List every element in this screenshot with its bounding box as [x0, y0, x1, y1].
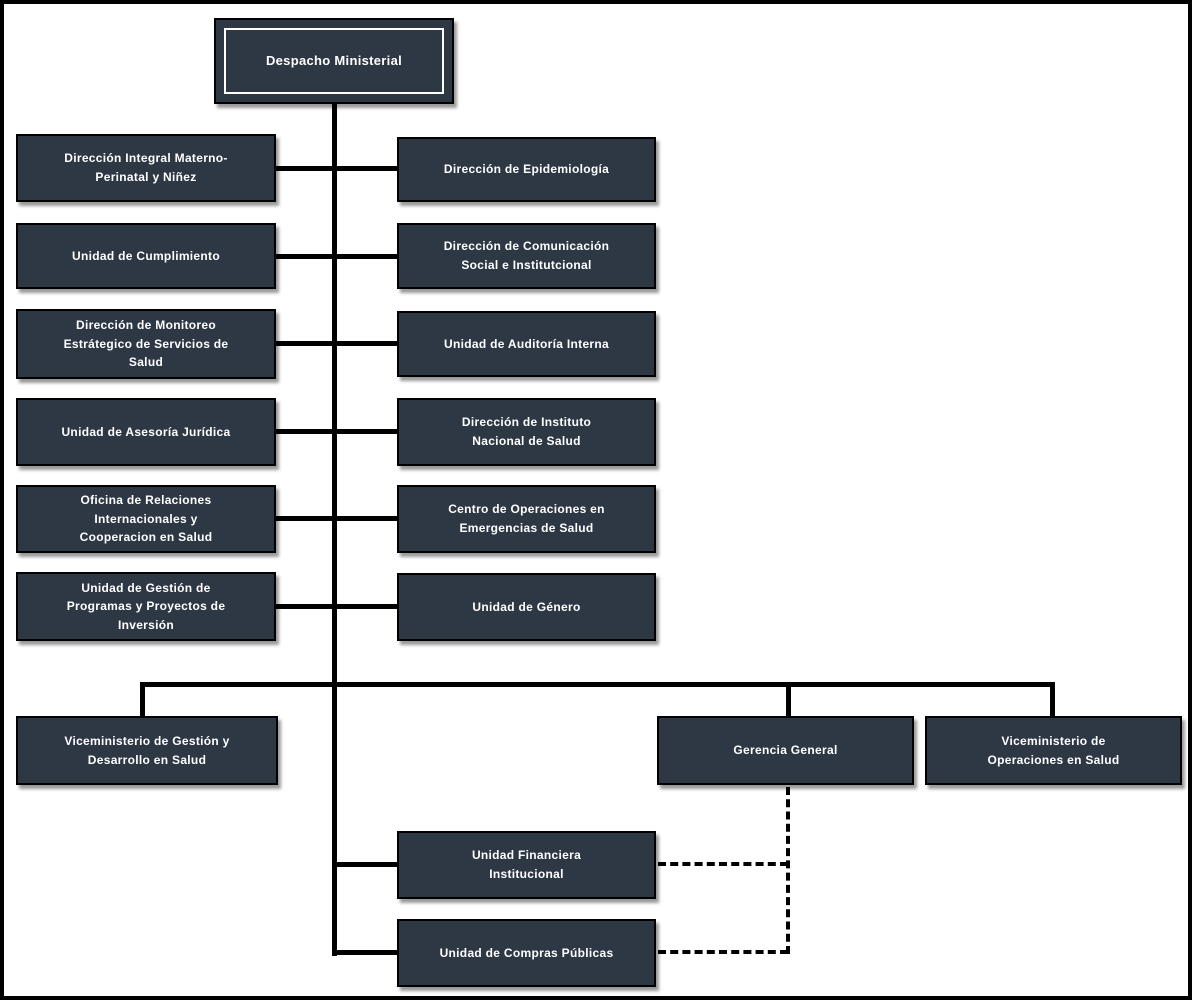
org-node-auditoria-interna: Unidad de Auditoría Interna: [397, 311, 656, 377]
dashed-connector-financiera: [658, 862, 788, 866]
org-node-relaciones-internacionales: Oficina de Relaciones Internacionales y …: [16, 485, 276, 553]
org-node-label: Unidad de Compras Públicas: [439, 945, 614, 960]
org-node-epidemiologia: Dirección de Epidemiología: [397, 137, 656, 202]
dashed-connector-gerencia-vertical: [786, 787, 790, 954]
org-node-unidad-compras-publicas: Unidad de Compras Públicas: [397, 919, 656, 987]
connector-row-4: [270, 429, 400, 434]
org-node-label: Unidad de Cumplimiento: [72, 248, 220, 263]
org-node-viceministerio-operaciones: Viceministerio de Operaciones en Salud: [925, 716, 1182, 785]
org-node-unidad-cumplimiento: Unidad de Cumplimiento: [16, 223, 276, 289]
connector-unidad-financiera: [334, 862, 399, 867]
org-node-label: Unidad Financiera Institucional: [471, 848, 582, 881]
connector-drop-viceministerio-gestion: [140, 682, 145, 718]
connector-row-3: [270, 341, 400, 346]
org-node-label: Unidad de Gestión de Programas y Proyect…: [66, 580, 226, 632]
org-node-viceministerio-gestion: Viceministerio de Gestión y Desarrollo e…: [16, 716, 278, 785]
org-node-direccion-integral-materno: Dirección Integral Materno- Perinatal y …: [16, 134, 276, 202]
connector-unidad-compras: [334, 950, 399, 955]
connector-drop-viceministerio-operaciones: [1050, 682, 1055, 718]
org-node-gestion-programas-inversion: Unidad de Gestión de Programas y Proyect…: [16, 572, 276, 641]
org-node-label: Viceministerio de Gestión y Desarrollo e…: [64, 733, 230, 767]
org-node-label: Viceministerio de Operaciones en Salud: [987, 733, 1120, 767]
org-node-comunicacion-social: Dirección de Comunicación Social e Insti…: [397, 223, 656, 289]
org-node-label: Dirección de Epidemiología: [443, 162, 610, 177]
connector-row-5: [270, 516, 400, 521]
org-node-label: Unidad de Género: [472, 599, 581, 614]
org-node-label: Dirección de Monitoreo Estrátegico de Se…: [63, 318, 229, 370]
connector-bottom-distribution: [140, 682, 1055, 687]
dashed-connector-compras: [658, 950, 788, 954]
org-node-label: Dirección Integral Materno- Perinatal y …: [64, 151, 228, 184]
connector-row-1: [270, 166, 400, 171]
org-node-label: Gerencia General: [733, 743, 838, 758]
org-node-label: Despacho Ministerial: [265, 52, 403, 68]
org-node-asesoria-juridica: Unidad de Asesoría Jurídica: [16, 398, 276, 466]
org-node-unidad-financiera: Unidad Financiera Institucional: [397, 831, 656, 899]
org-node-direccion-monitoreo: Dirección de Monitoreo Estrátegico de Se…: [16, 309, 276, 379]
org-node-label: Oficina de Relaciones Internacionales y …: [79, 493, 213, 545]
org-node-label: Dirección de Instituto Nacional de Salud: [461, 415, 592, 448]
connector-row-2: [270, 254, 400, 259]
org-node-instituto-nacional-salud: Dirección de Instituto Nacional de Salud: [397, 398, 656, 466]
connector-trunk: [332, 104, 337, 956]
org-node-label: Centro de Operaciones en Emergencias de …: [448, 502, 605, 535]
connector-drop-gerencia-general: [786, 682, 791, 718]
org-node-centro-operaciones-emergencias: Centro de Operaciones en Emergencias de …: [397, 485, 656, 553]
connector-row-6: [270, 604, 400, 609]
org-node-label: Unidad de Asesoría Jurídica: [61, 424, 231, 439]
org-node-gerencia-general: Gerencia General: [657, 716, 914, 785]
org-node-label: Dirección de Comunicación Social e Insti…: [443, 239, 610, 272]
org-node-despacho-ministerial: Despacho Ministerial: [214, 18, 454, 104]
org-node-label: Unidad de Auditoría Interna: [444, 336, 609, 351]
org-node-unidad-genero: Unidad de Género: [397, 573, 656, 641]
